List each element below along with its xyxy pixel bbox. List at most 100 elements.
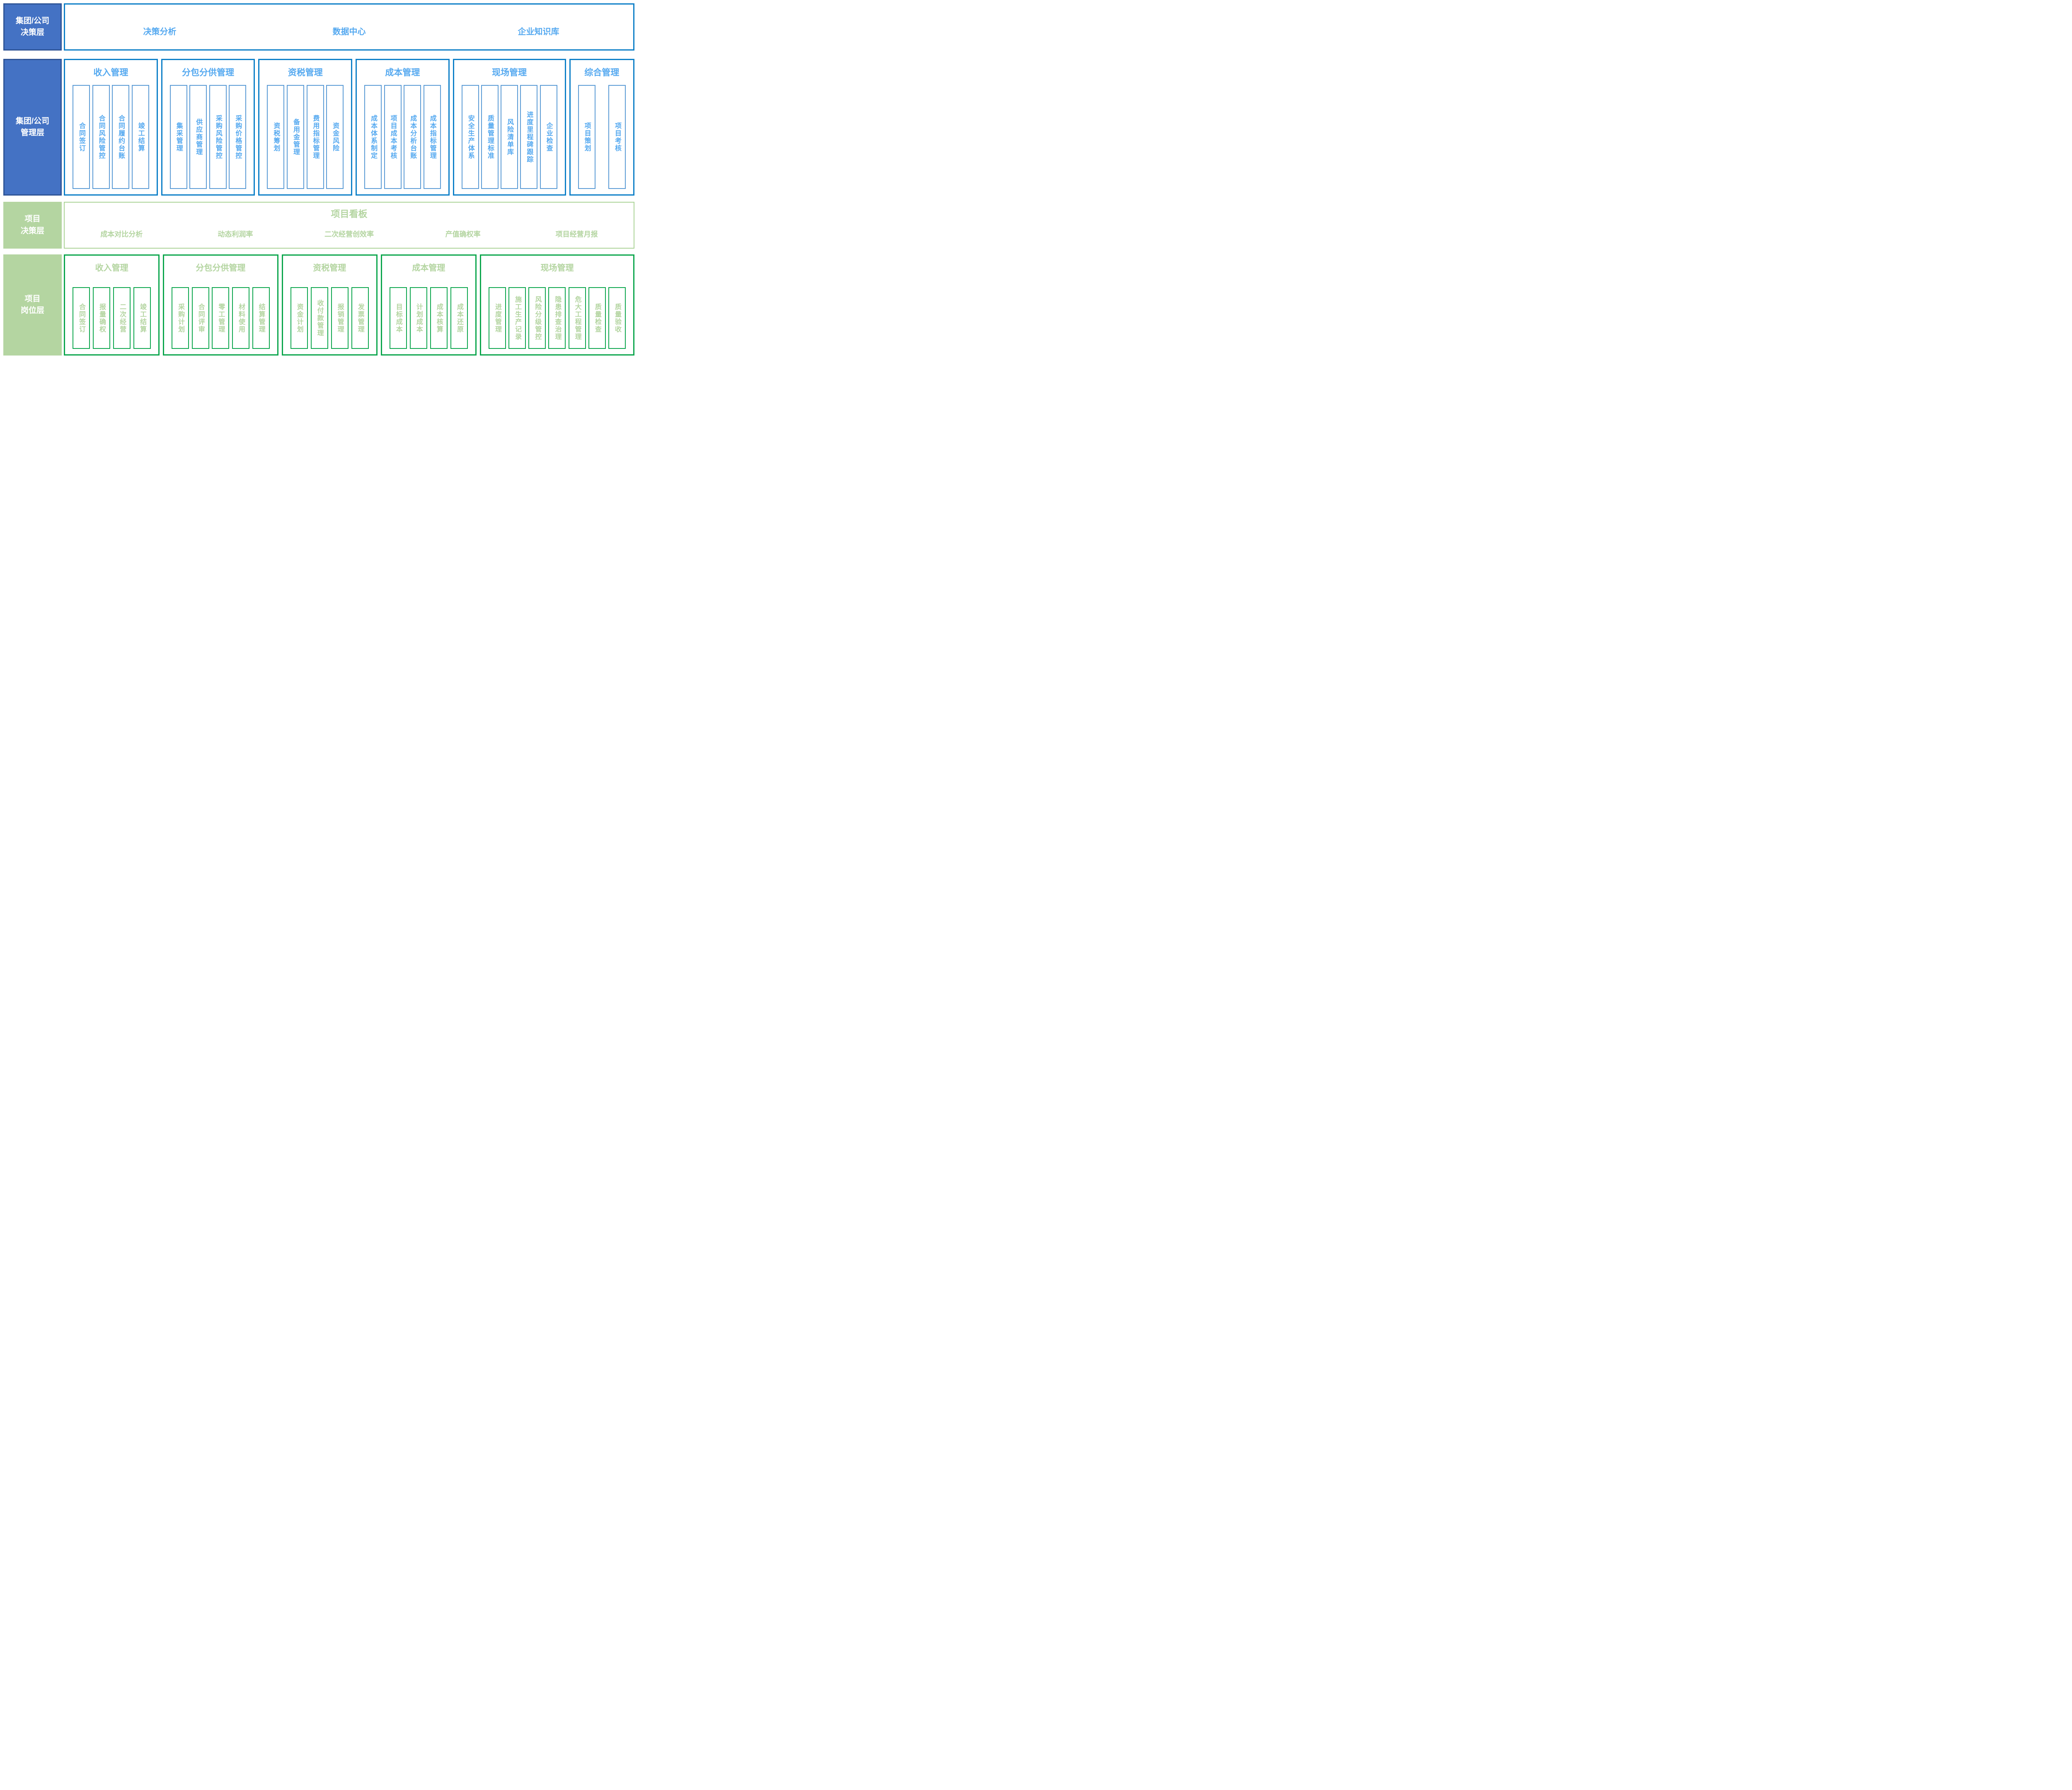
module-item: 项目成本考核: [384, 85, 402, 189]
group-box: 成本管理成本体系制定项目成本考核成本分析台账成本指标管理: [356, 59, 450, 196]
module-item: 成本核算: [430, 287, 448, 349]
management-layer-groups: 收入管理合同签订合同风险管控合同履约台账竣工结算分包分供管理集采管理供应商管理采…: [64, 59, 635, 196]
module-item: 合同履约台账: [112, 85, 130, 189]
module-item: 发票管理: [351, 287, 369, 349]
module-item: 项目考核: [608, 85, 626, 189]
module-item: 危大工程管理: [568, 287, 586, 349]
module-item: 结算管理: [252, 287, 270, 349]
module-item: 竣工结算: [133, 287, 151, 349]
row-label-line: 集团/公司: [15, 16, 50, 25]
group-title: 现场管理: [540, 263, 574, 273]
group-box: 分包分供管理集采管理供应商管理采购风险管控采购价格管控: [161, 59, 255, 196]
module-item: 合同签订: [73, 287, 90, 349]
system-architecture-diagram: 集团/公司 决策层 决策分析数据中心企业知识库 集团/公司 管理层 收入管理合同…: [0, 0, 637, 358]
decision-layer-item: 企业知识库: [518, 27, 559, 36]
row-label-group-management-layer: 集团/公司 管理层: [3, 59, 62, 196]
module-item: 进度管理: [488, 287, 506, 349]
module-item: 集采管理: [169, 85, 187, 189]
group-items: 合同签订报量确权二次经营竣工结算: [73, 287, 151, 349]
dashboard-metric: 产值确权率: [445, 230, 481, 238]
module-item: 收付款管理: [310, 287, 328, 349]
group-title: 成本管理: [412, 263, 445, 273]
module-item: 风险分级管控: [528, 287, 546, 349]
group-box: 现场管理安全生产体系质量管理标准风险清单库进度里程碑跟踪企业检查: [453, 59, 566, 196]
group-items: 安全生产体系质量管理标准风险清单库进度里程碑跟踪企业检查: [461, 85, 557, 189]
project-dashboard-metrics: 成本对比分析 动态利润率 二次经营创效率 产值确权率 项目经营月报: [65, 223, 634, 244]
module-item: 报量确权: [93, 287, 111, 349]
module-item: 安全生产体系: [461, 85, 479, 189]
group-title: 资税管理: [288, 68, 323, 77]
group-box: 成本管理目标成本计划成本成本核算成本还原: [380, 254, 477, 356]
group-title: 现场管理: [492, 68, 527, 77]
row-label-project-post-layer: 项目 岗位层: [3, 254, 62, 356]
group-title: 收入管理: [93, 68, 128, 77]
row-label-group-decision-layer: 集团/公司 决策层: [3, 3, 62, 51]
dashboard-metric: 项目经营月报: [555, 230, 598, 238]
module-item: 质量管理标准: [481, 85, 499, 189]
group-items: 资税筹划备用金管理费用指标管理资金风险: [267, 85, 344, 189]
module-item: 零工管理: [212, 287, 230, 349]
module-item: 合同评审: [191, 287, 209, 349]
module-item: 成本分析台账: [404, 85, 421, 189]
module-item: 计划成本: [409, 287, 427, 349]
row-label-line: 岗位层: [20, 306, 44, 315]
row-project-decision-layer: 项目 决策层 项目看板 成本对比分析 动态利润率 二次经营创效率 产值确权率 项目经营月…: [3, 202, 634, 249]
group-box: 资税管理资金计划收付款管理报销管理发票管理: [281, 254, 378, 356]
row-label-line: 管理层: [20, 128, 44, 137]
row-project-post-layer: 项目 岗位层 收入管理合同签订报量确权二次经营竣工结算分包分供管理采购计划合同评…: [3, 254, 635, 356]
row-label-project-decision-layer: 项目 决策层: [3, 202, 62, 249]
module-item: 隐患排查治理: [548, 287, 566, 349]
project-post-layer-groups: 收入管理合同签订报量确权二次经营竣工结算分包分供管理采购计划合同评审零工管理材料…: [64, 254, 635, 356]
module-item: 项目策划: [578, 85, 595, 189]
group-box: 综合管理项目策划项目考核: [569, 59, 635, 196]
project-dashboard-panel: 项目看板 成本对比分析 动态利润率 二次经营创效率 产值确权率 项目经营月报: [64, 202, 634, 249]
group-items: 集采管理供应商管理采购风险管控采购价格管控: [169, 85, 247, 189]
group-box: 收入管理合同签订报量确权二次经营竣工结算: [64, 254, 160, 356]
group-box: 资税管理资税筹划备用金管理费用指标管理资金风险: [258, 59, 353, 196]
row-label-line: 项目: [24, 215, 41, 223]
module-item: 合同签订: [73, 85, 90, 189]
module-item: 报销管理: [331, 287, 349, 349]
group-title: 综合管理: [584, 68, 620, 77]
row-group-decision-layer: 集团/公司 决策层 决策分析数据中心企业知识库: [3, 3, 634, 51]
module-item: 成本体系制定: [364, 85, 382, 189]
module-item: 风险清单库: [501, 85, 518, 189]
group-box: 收入管理合同签订合同风险管控合同履约台账竣工结算: [64, 59, 158, 196]
group-items: 成本体系制定项目成本考核成本分析台账成本指标管理: [364, 85, 441, 189]
dashboard-metric: 动态利润率: [218, 230, 253, 238]
group-title: 分包分供管理: [196, 263, 246, 273]
module-item: 资税筹划: [267, 85, 285, 189]
module-item: 备用金管理: [286, 85, 304, 189]
decision-layer-panel: 决策分析数据中心企业知识库: [64, 3, 634, 51]
decision-layer-item: 决策分析: [143, 27, 177, 36]
group-items: 采购计划合同评审零工管理材料使用结算管理: [172, 287, 270, 349]
group-title: 成本管理: [385, 68, 420, 77]
group-items: 项目策划项目考核: [578, 85, 626, 189]
module-item: 进度里程碑跟踪: [520, 85, 538, 189]
row-label-line: 决策层: [20, 226, 44, 235]
module-item: 质量检查: [588, 287, 606, 349]
group-title: 收入管理: [95, 263, 128, 273]
module-item: 施工生产记录: [508, 287, 526, 349]
module-item: 成本还原: [450, 287, 468, 349]
row-label-line: 决策层: [20, 28, 44, 37]
dashboard-metric: 二次经营创效率: [324, 230, 374, 238]
module-item: 采购风险管控: [209, 85, 227, 189]
module-item: 费用指标管理: [306, 85, 324, 189]
group-items: 进度管理施工生产记录风险分级管控隐患排查治理危大工程管理质量检查质量验收: [488, 287, 626, 349]
module-item: 二次经营: [113, 287, 131, 349]
group-box: 现场管理进度管理施工生产记录风险分级管控隐患排查治理危大工程管理质量检查质量验收: [479, 254, 635, 356]
group-title: 分包分供管理: [182, 68, 235, 77]
module-item: 资金计划: [290, 287, 308, 349]
group-box: 分包分供管理采购计划合同评审零工管理材料使用结算管理: [163, 254, 278, 356]
module-item: 竣工结算: [131, 85, 149, 189]
module-item: 企业检查: [540, 85, 557, 189]
group-items: 资金计划收付款管理报销管理发票管理: [290, 287, 369, 349]
row-label-line: 项目: [24, 294, 41, 303]
dashboard-metric: 成本对比分析: [100, 230, 143, 238]
module-item: 采购价格管控: [229, 85, 247, 189]
row-label-line: 集团/公司: [15, 116, 50, 126]
module-item: 供应商管理: [189, 85, 207, 189]
project-dashboard-title: 项目看板: [331, 209, 368, 219]
module-item: 材料使用: [232, 287, 249, 349]
